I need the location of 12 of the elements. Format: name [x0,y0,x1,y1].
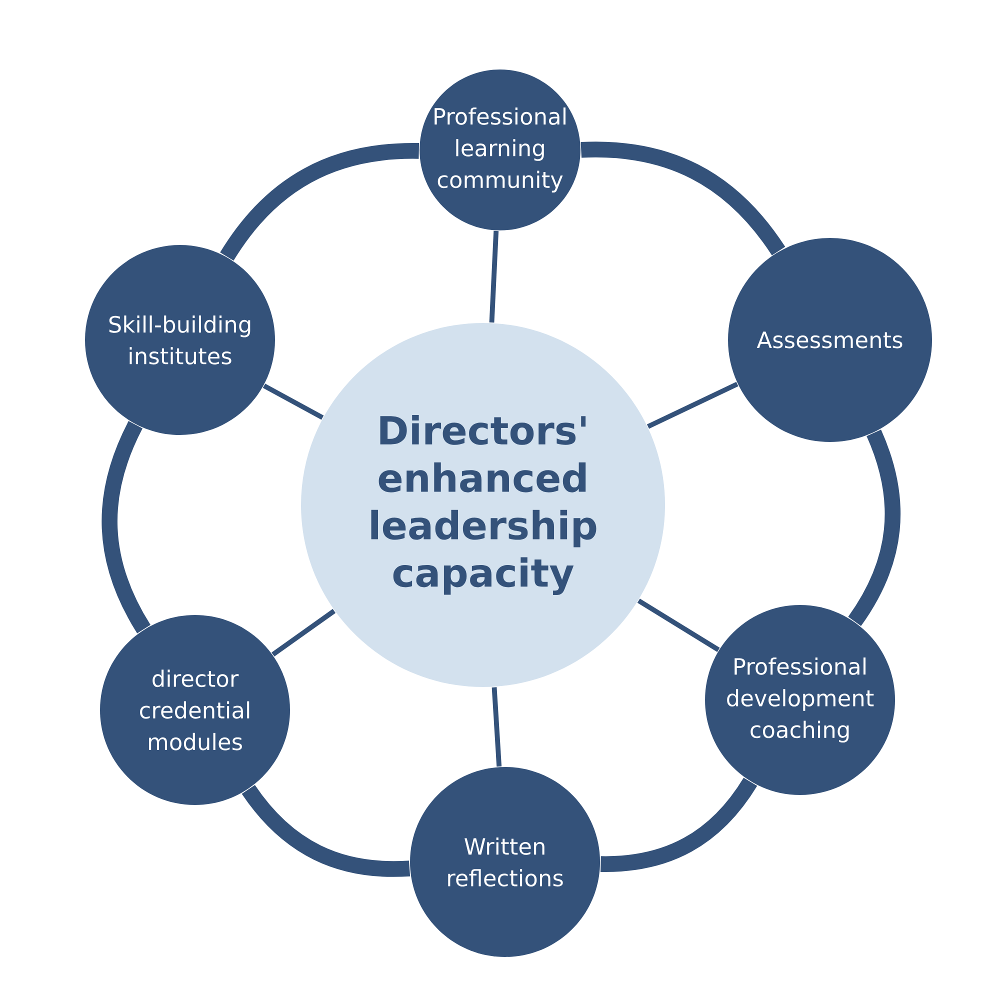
spoke-line [637,598,720,652]
ring-arc [848,430,901,626]
spoke-line [492,687,502,767]
spoke-line [646,382,738,429]
ring-arc [242,784,410,877]
spoke-line [272,608,336,656]
spoke-line [262,384,324,420]
ring-arc [102,421,151,634]
spoke-line [489,230,499,323]
ring-arc [600,778,758,872]
ring-arc [220,143,419,261]
ring-arc [581,142,786,256]
